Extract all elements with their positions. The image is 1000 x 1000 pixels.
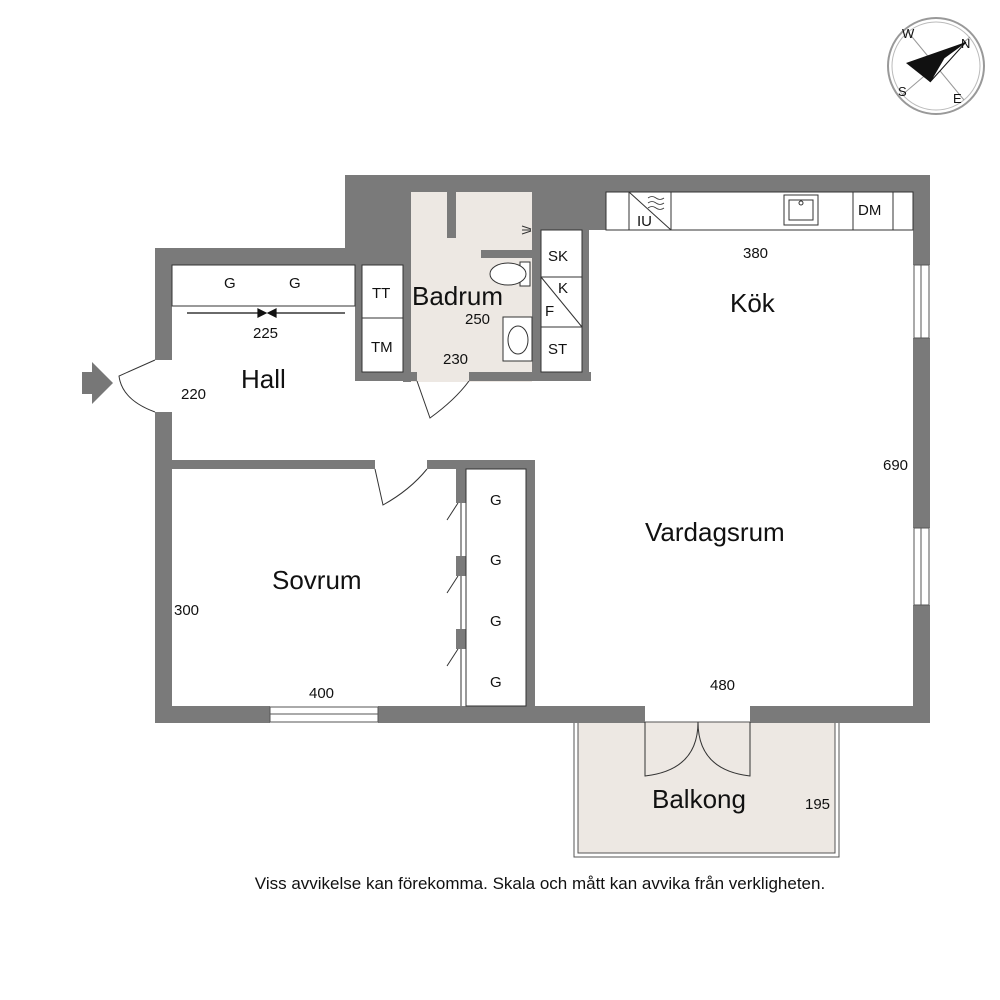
windows <box>269 264 930 723</box>
label-sovrum-wardrobe-1: G <box>490 492 502 509</box>
room-hall: Hall <box>241 364 286 394</box>
dim-vardagsrum-width: 480 <box>710 677 735 694</box>
toilet <box>489 261 531 287</box>
label-tm: TM <box>371 339 393 356</box>
sovrum-wardrobe <box>446 468 527 707</box>
label-dm: DM <box>858 202 881 219</box>
sink-icon <box>783 194 819 226</box>
dim-kok-width: 380 <box>743 245 768 262</box>
stove-icon <box>647 196 665 210</box>
hall-dimension-arrows <box>187 308 345 318</box>
room-badrum: Badrum <box>412 281 503 311</box>
dim-hall-depth: 220 <box>181 386 206 403</box>
kitchen-counter <box>605 191 914 231</box>
dim-badrum-depth: 230 <box>443 351 468 368</box>
room-balkong: Balkong <box>652 784 746 814</box>
label-sovrum-wardrobe-2: G <box>490 552 502 569</box>
balkong-floor <box>577 721 836 854</box>
label-hall-wardrobe-left: G <box>224 275 236 292</box>
compass-w: W <box>902 26 915 41</box>
label-tt: TT <box>372 285 390 302</box>
dim-hall-width: 225 <box>253 325 278 342</box>
label-sovrum-wardrobe-4: G <box>490 674 502 691</box>
compass-e: E <box>953 91 962 106</box>
label-sovrum-wardrobe-3: G <box>490 613 502 630</box>
doors <box>118 359 751 777</box>
label-st: ST <box>548 341 567 358</box>
dim-badrum-width: 250 <box>465 311 490 328</box>
hall-wardrobe <box>171 264 356 307</box>
entrance-arrow-icon <box>82 362 113 404</box>
label-sk: SK <box>548 248 568 265</box>
label-hall-wardrobe-right: G <box>289 275 301 292</box>
room-kok: Kök <box>730 288 776 318</box>
compass-s: S <box>898 84 907 99</box>
label-f: F <box>545 303 554 320</box>
dim-sovrum-depth: 300 <box>174 602 199 619</box>
room-vardagsrum: Vardagsrum <box>645 517 785 547</box>
washbasin <box>502 316 533 362</box>
compass-n: N <box>961 36 970 51</box>
exterior-walls <box>155 175 930 723</box>
balkong-railing <box>573 721 840 858</box>
room-sovrum: Sovrum <box>272 565 362 595</box>
compass-icon <box>887 17 985 115</box>
laundry-boxes <box>361 264 404 373</box>
label-iu: IU <box>637 213 652 230</box>
dim-balkong-depth: 195 <box>805 796 830 813</box>
kitchen-storage-column <box>540 229 583 373</box>
disclaimer: Viss avvikelse kan förekomma. Skala och … <box>254 874 826 893</box>
dim-sovrum-width: 400 <box>309 685 334 702</box>
label-k: K <box>558 280 568 297</box>
shower-icon <box>521 225 532 235</box>
dim-vardagsrum-depth: 690 <box>883 457 908 474</box>
interior-walls <box>172 192 591 722</box>
